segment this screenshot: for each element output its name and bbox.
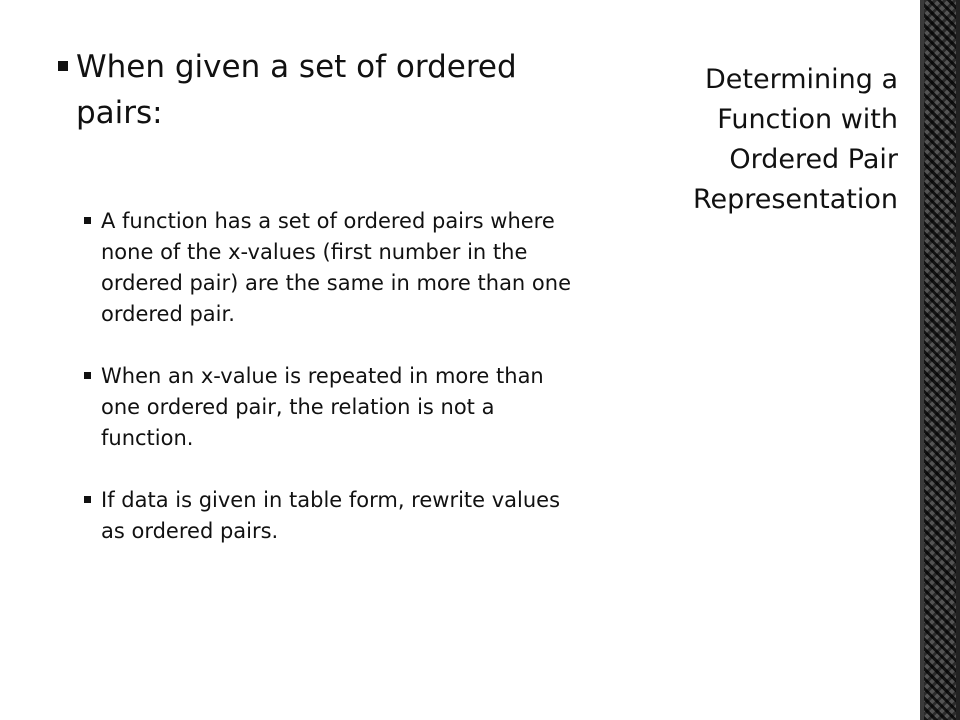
sub-bullet-text: A function has a set of ordered pairs wh… [101, 209, 571, 326]
sub-bullet-point: When an x-value is repeated in more than… [82, 361, 571, 454]
square-bullet-icon [58, 61, 68, 71]
sub-bullet-text: When an x-value is repeated in more than… [101, 364, 544, 450]
main-bullet-text: When given a set of ordered pairs: [76, 49, 517, 131]
square-bullet-icon [84, 372, 91, 379]
main-bullet-point: When given a set of ordered pairs: [56, 44, 596, 136]
slide-title: Determining a Function with Ordered Pair… [618, 60, 898, 220]
sub-bullet-point: If data is given in table form, rewrite … [82, 485, 571, 547]
square-bullet-icon [84, 496, 91, 503]
title-line-2: Function with [717, 104, 898, 135]
pattern-strip-edge [956, 0, 960, 720]
slide-content: When given a set of ordered pairs: A fun… [56, 44, 596, 578]
sub-bullet-text: If data is given in table form, rewrite … [101, 488, 561, 543]
decorative-pattern-strip [924, 0, 960, 720]
title-line-3: Ordered Pair [729, 144, 898, 175]
sub-bullet-point: A function has a set of ordered pairs wh… [82, 206, 571, 330]
title-line-4: Representation [692, 184, 898, 215]
pattern-strip-border [920, 0, 924, 720]
square-bullet-icon [84, 217, 91, 224]
title-line-1: Determining a [704, 64, 898, 95]
